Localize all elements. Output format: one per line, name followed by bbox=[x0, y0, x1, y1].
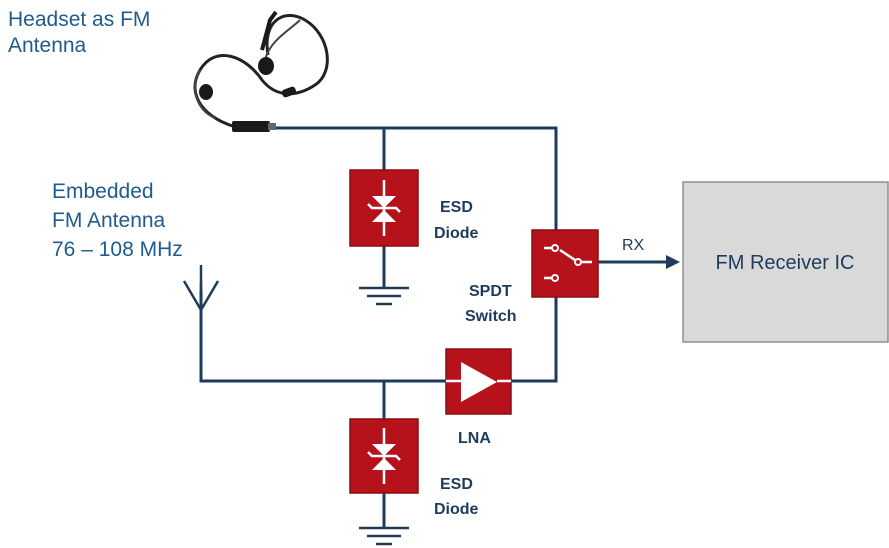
lna-amplifier bbox=[446, 349, 511, 414]
spdt-label-line2: Switch bbox=[465, 308, 517, 325]
lna-label: LNA bbox=[458, 430, 491, 447]
headset-label-line1: Headset as FM bbox=[8, 8, 150, 31]
esd-bottom-label-line2: Diode bbox=[434, 501, 479, 518]
antenna-wire bbox=[201, 290, 446, 381]
rx-label: RX bbox=[622, 237, 645, 254]
antenna-icon bbox=[184, 265, 218, 310]
lna-out-wire bbox=[511, 297, 556, 381]
esd-top-label-line2: Diode bbox=[434, 225, 479, 242]
esd-diode-top bbox=[350, 170, 418, 246]
spdt-label-line1: SPDT bbox=[469, 283, 512, 300]
rx-arrow bbox=[598, 255, 680, 269]
esd-bottom-label-line1: ESD bbox=[440, 476, 473, 493]
esd-top-label-line1: ESD bbox=[440, 199, 473, 216]
embedded-antenna-label-line1: Embedded bbox=[52, 180, 154, 203]
ground-symbol-icon-bottom bbox=[359, 528, 409, 544]
ground-symbol-icon-top bbox=[359, 288, 409, 304]
headset-icon bbox=[195, 12, 327, 132]
headset-label-line2: Antenna bbox=[8, 34, 87, 57]
esd-diode-bottom bbox=[350, 419, 418, 493]
spdt-switch bbox=[532, 230, 598, 297]
fm-receiver-ic-label: FM Receiver IC bbox=[716, 252, 855, 274]
embedded-antenna-label-line2: FM Antenna bbox=[52, 209, 166, 232]
embedded-antenna-label-line3: 76 – 108 MHz bbox=[52, 238, 183, 261]
